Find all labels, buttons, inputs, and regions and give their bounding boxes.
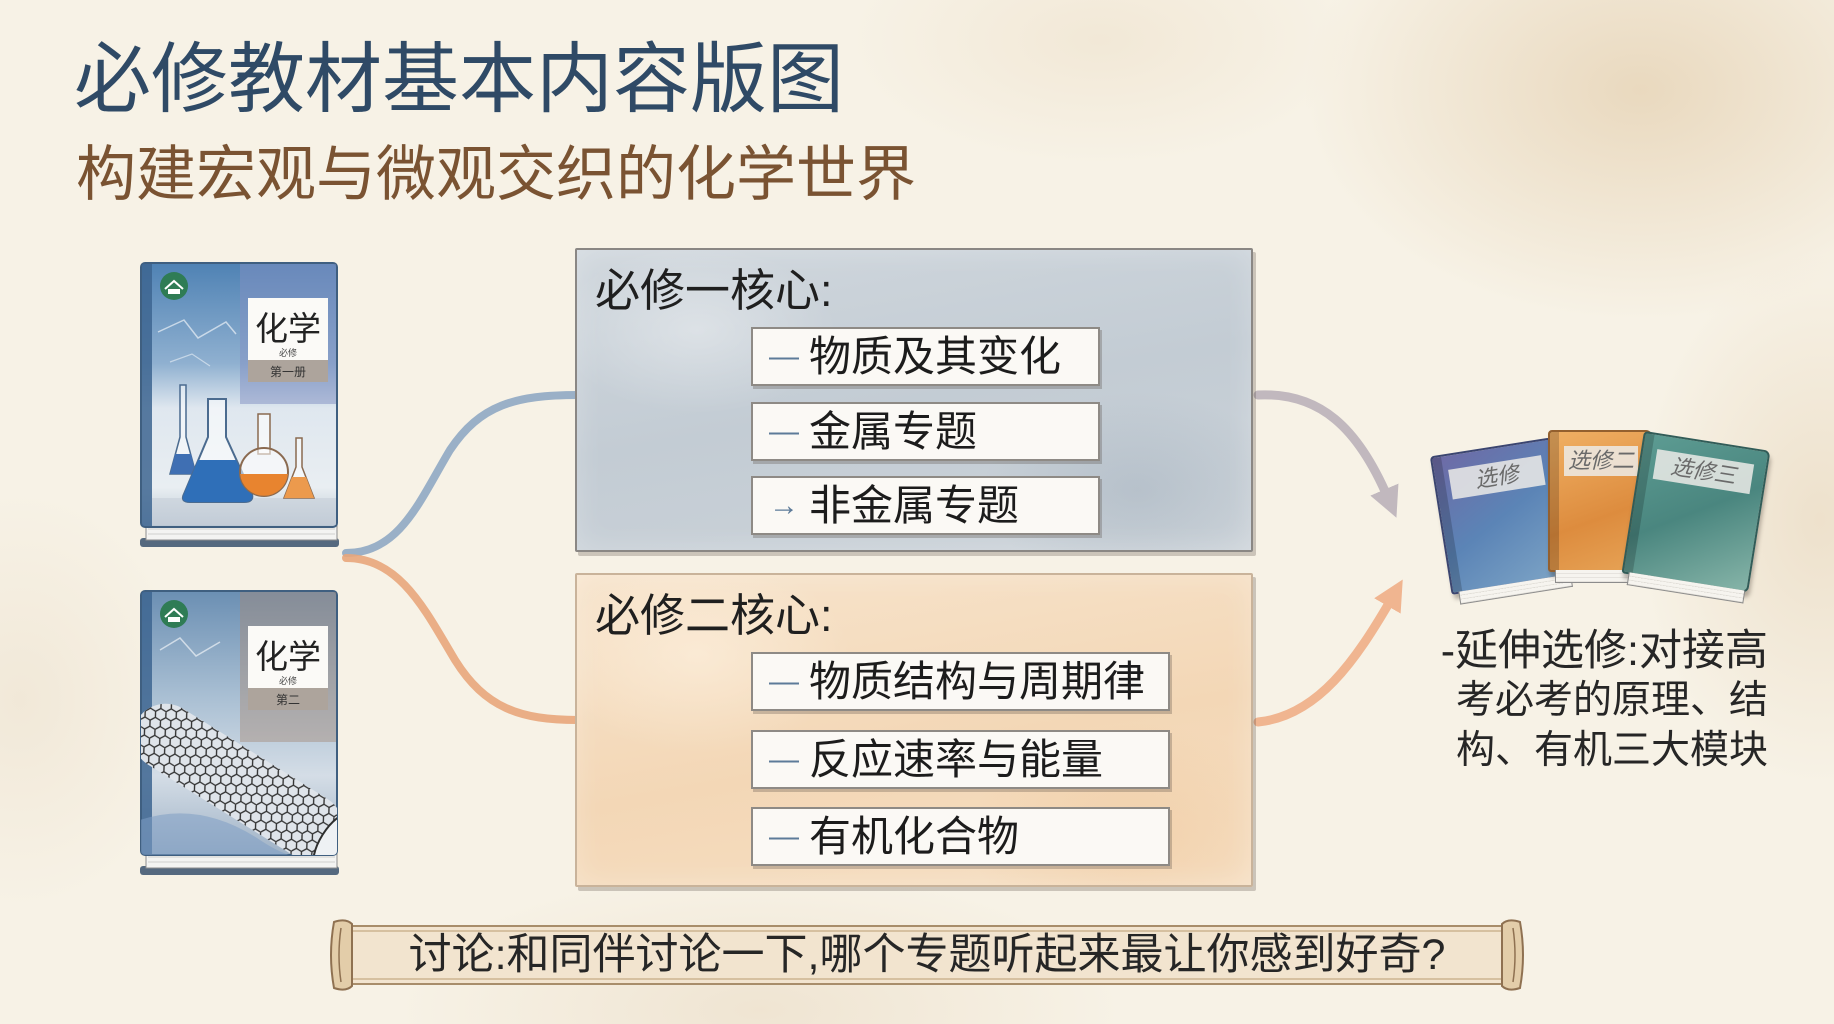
topic-item: — 反应速率与能量: [751, 730, 1170, 789]
topic-label: 有机化合物: [809, 812, 1020, 860]
topic-label: 物质结构与周期律: [809, 657, 1146, 705]
branch-to-module-2: [342, 554, 582, 724]
cover-subject: 化学: [255, 638, 321, 675]
publisher-logo-icon: [160, 600, 188, 628]
dash-icon: —: [769, 414, 799, 448]
topic-item: — 有机化合物: [751, 807, 1170, 866]
cover-series: 必修: [279, 347, 297, 358]
note-line: -延伸选修:对接高: [1440, 627, 1768, 675]
note-line: 构、有机三大模块: [1455, 729, 1768, 772]
slide-subtitle: 构建宏观与微观交织的化学世界: [76, 141, 916, 208]
topic-item: — 物质及其变化: [751, 327, 1100, 386]
topic-label: 金属专题: [809, 407, 978, 455]
discussion-banner: 讨论:和同伴讨论一下,哪个专题听起来最让你感到好奇?: [326, 918, 1528, 992]
cover-volume: 第二: [276, 693, 300, 707]
elective-book-3: 选修三: [1621, 430, 1771, 604]
note-line: 考必考的原理、结: [1455, 679, 1768, 722]
elective-book-label: 选修二: [1564, 446, 1638, 476]
cover-volume: 第一册: [270, 365, 306, 379]
slide-title: 必修教材基本内容版图: [74, 37, 844, 123]
textbook-volume-2: 化学 必修 第二: [140, 590, 339, 876]
module-2-title: 必修二核心:: [595, 590, 833, 641]
cover-subject: 化学: [255, 310, 321, 347]
elective-book-label: 选修三: [1652, 449, 1755, 495]
flask-icon: [181, 398, 254, 503]
topic-item: — 物质结构与周期律: [751, 652, 1170, 711]
publisher-logo-icon: [160, 272, 188, 300]
topic-label: 非金属专题: [809, 481, 1020, 529]
discussion-prompt: 讨论:和同伴讨论一下,哪个专题听起来最让你感到好奇?: [408, 930, 1446, 979]
arrow-icon: →: [769, 488, 799, 522]
module-1-panel: 必修一核心: — 物质及其变化 — 金属专题 → 非金属专题: [575, 248, 1253, 552]
branch-to-module-1: [342, 391, 582, 557]
elective-book-label: 选修: [1448, 455, 1546, 500]
dash-icon: —: [769, 664, 799, 698]
topic-label: 物质及其变化: [809, 332, 1062, 380]
module-2-panel: 必修二核心: — 物质结构与周期律 — 反应速率与能量 — 有机化合物: [575, 573, 1253, 887]
textbook-volume-1: 化学 必修 第一册: [140, 262, 339, 548]
module-1-title: 必修一核心:: [595, 265, 833, 316]
topic-label: 反应速率与能量: [809, 735, 1104, 783]
carbon-nanotube-icon: [141, 703, 337, 855]
flask-icon: [282, 437, 316, 499]
dash-icon: —: [769, 339, 799, 373]
scroll-banner-shape: [330, 919, 1524, 991]
cover-series: 必修: [279, 675, 297, 686]
arrow-icon: [1253, 390, 1399, 518]
flask-icon: [239, 413, 289, 497]
flask-icon: [169, 384, 197, 475]
elective-note: -延伸选修:对接高 考必考的原理、结 构、有机三大模块: [1441, 626, 1768, 776]
arrow-icon: [1253, 579, 1403, 727]
dash-icon: —: [769, 742, 799, 776]
topic-item: — 金属专题: [751, 402, 1100, 461]
dash-icon: —: [769, 819, 799, 853]
topic-item: → 非金属专题: [751, 476, 1100, 535]
